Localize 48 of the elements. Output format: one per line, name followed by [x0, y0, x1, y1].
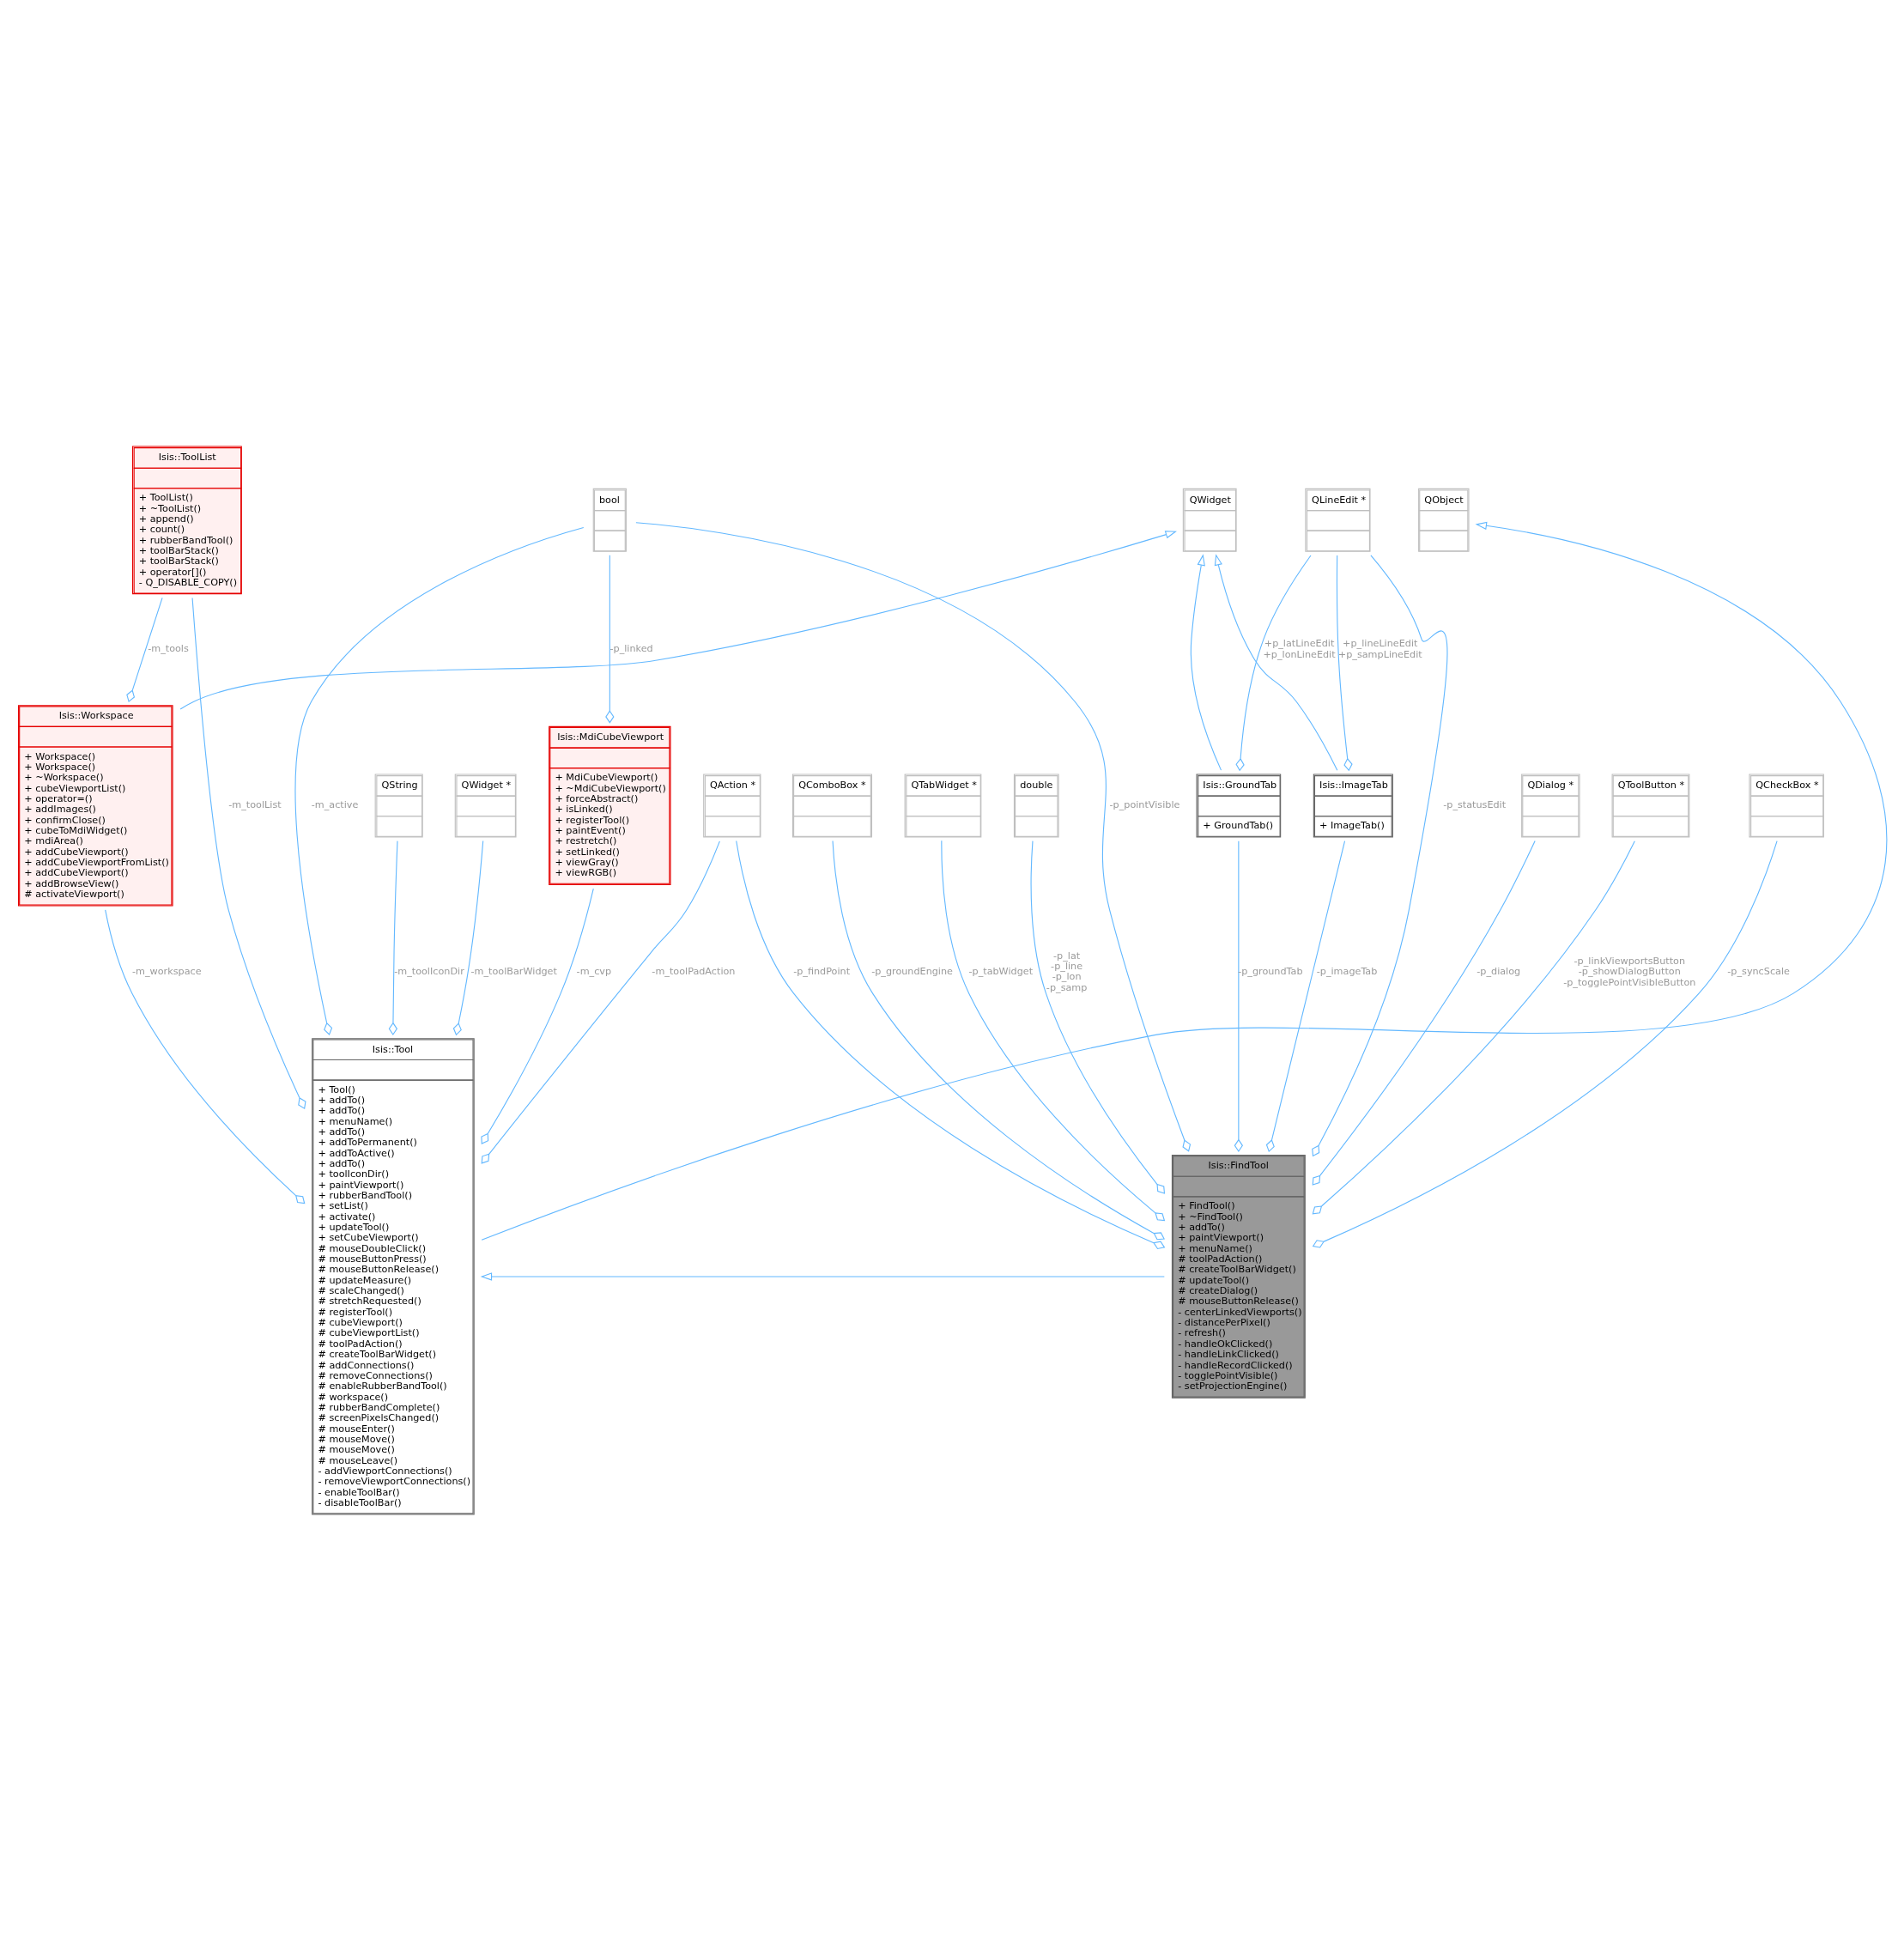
connector [294, 526, 585, 1035]
connector [1312, 554, 1448, 1156]
connector [1030, 840, 1166, 1194]
edge-label: +p_lineLineEdit +p_sampLineEdit [1337, 637, 1422, 660]
connector [1234, 840, 1243, 1152]
connector [126, 597, 163, 702]
connector [191, 597, 306, 1109]
edge-label: -p_syncScale [1727, 965, 1790, 977]
connector [1235, 554, 1312, 771]
connector [481, 888, 594, 1144]
edge-label: +p_latLineEdit +p_lonLineEdit [1263, 637, 1336, 660]
connector [388, 840, 398, 1035]
connector [1265, 840, 1346, 1152]
connector [481, 840, 720, 1164]
connector [1312, 840, 1536, 1186]
edge-label: -p_lat -p_line -p_lon -p_samp [1046, 950, 1088, 993]
connector [605, 554, 615, 724]
edge-label: -p_groundEngine [871, 965, 953, 977]
edge-label: -m_tools [148, 642, 189, 654]
connector [105, 908, 306, 1204]
edge-label: -m_toolPadAction [652, 965, 736, 977]
connector [1312, 840, 1778, 1248]
edge-label: -p_findPoint [793, 965, 851, 977]
connector [832, 840, 1165, 1240]
arrow [1214, 553, 1338, 771]
edge-label: -p_imageTab [1316, 965, 1378, 977]
edge-label: -p_linkViewportsButton -p_showDialogButton -p_togglePointVisibleButton [1563, 955, 1696, 988]
edge-label: -m_toolIconDir [394, 965, 464, 977]
edge-label: -m_active [311, 798, 359, 810]
edge-label: -p_statusEdit [1443, 798, 1507, 810]
edge-label: -m_toolList [228, 798, 282, 810]
edge-label: -p_linked [609, 642, 653, 654]
edge-label: -m_workspace [132, 965, 202, 977]
edge-label: -p_pointVisible [1109, 798, 1180, 810]
connector [941, 840, 1166, 1221]
edge-label: -p_dialog [1477, 965, 1521, 977]
connector [635, 521, 1192, 1152]
edge-label: -p_tabWidget [968, 965, 1034, 977]
connector [1336, 554, 1353, 771]
arrow [480, 1271, 1165, 1281]
edge-label: -m_toolBarWidget [470, 965, 557, 977]
connector [1312, 840, 1635, 1214]
edge-label: -m_cvp [576, 965, 612, 977]
arrow [481, 521, 1888, 1241]
connector [736, 840, 1166, 1249]
arrow [179, 530, 1177, 709]
connector [452, 840, 484, 1035]
arrow [1190, 553, 1222, 771]
